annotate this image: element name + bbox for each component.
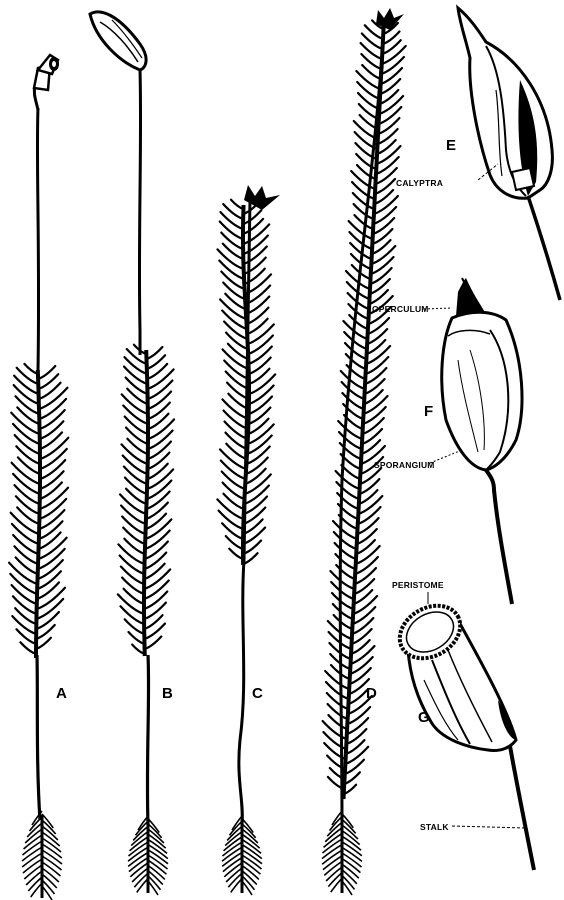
term-calyptra: CALYPTRA: [396, 178, 443, 188]
label-d: D: [366, 685, 377, 702]
label-b: B: [162, 685, 173, 702]
term-sporangium: SPORANGIUM: [374, 460, 435, 470]
label-g: G: [418, 709, 430, 726]
label-c: C: [252, 685, 263, 702]
label-f: F: [424, 403, 433, 420]
label-a: A: [56, 685, 67, 702]
term-operculum: OPERCULUM: [372, 304, 429, 314]
seta-a: [37, 108, 38, 380]
label-e: E: [446, 137, 456, 154]
lower-stem-b: [147, 655, 148, 825]
seta-b: [139, 70, 140, 355]
term-stalk: STALK: [420, 822, 449, 832]
term-peristome: PERISTOME: [392, 580, 444, 590]
